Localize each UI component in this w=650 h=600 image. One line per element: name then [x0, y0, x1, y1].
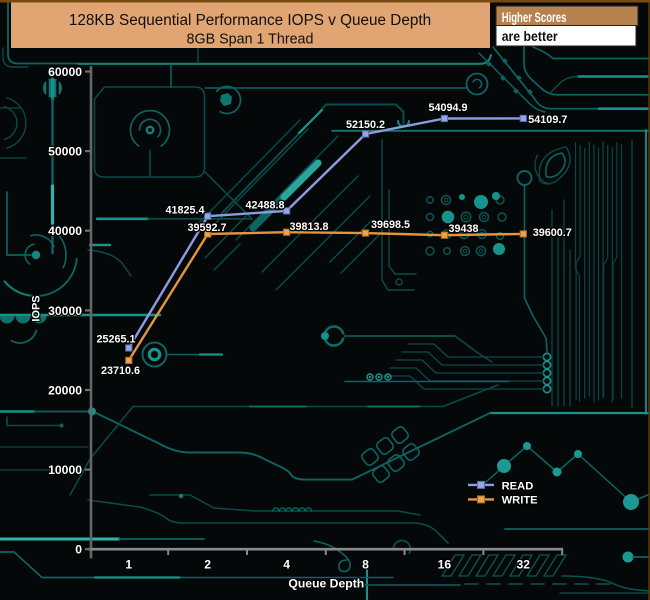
svg-text:10000: 10000 — [48, 463, 82, 477]
svg-text:Higher Scores: Higher Scores — [502, 10, 567, 25]
svg-text:32: 32 — [517, 557, 531, 571]
svg-text:IOPS: IOPS — [31, 295, 43, 321]
svg-text:25265.1: 25265.1 — [96, 334, 135, 346]
svg-text:16: 16 — [438, 557, 452, 571]
svg-text:128KB Sequential Performance I: 128KB Sequential Performance IOPS v Queu… — [69, 12, 431, 29]
svg-text:54094.9: 54094.9 — [428, 102, 467, 114]
svg-text:1: 1 — [125, 557, 132, 571]
svg-text:2: 2 — [204, 557, 211, 571]
svg-text:39592.7: 39592.7 — [187, 222, 226, 234]
svg-text:42488.8: 42488.8 — [245, 199, 284, 211]
svg-text:54109.7: 54109.7 — [528, 114, 567, 126]
svg-text:30000: 30000 — [48, 304, 82, 318]
svg-text:are better: are better — [502, 29, 559, 44]
svg-text:READ: READ — [502, 480, 534, 492]
svg-text:23710.6: 23710.6 — [101, 365, 140, 377]
svg-text:41825.4: 41825.4 — [165, 205, 204, 217]
svg-text:20000: 20000 — [48, 383, 82, 397]
svg-text:60000: 60000 — [48, 65, 82, 79]
svg-text:8GB Span 1 Thread: 8GB Span 1 Thread — [187, 31, 314, 47]
svg-text:0: 0 — [75, 543, 82, 557]
svg-text:39813.8: 39813.8 — [289, 221, 328, 233]
svg-text:8: 8 — [362, 557, 369, 571]
svg-text:Queue Depth: Queue Depth — [288, 576, 364, 590]
svg-text:39438: 39438 — [449, 223, 479, 235]
svg-text:WRITE: WRITE — [502, 495, 539, 507]
svg-text:39698.5: 39698.5 — [371, 219, 410, 231]
svg-text:40000: 40000 — [48, 224, 82, 238]
svg-text:4: 4 — [283, 557, 290, 571]
svg-text:50000: 50000 — [48, 145, 82, 159]
svg-text:52150.2: 52150.2 — [346, 119, 385, 131]
svg-text:39600.7: 39600.7 — [533, 227, 572, 239]
